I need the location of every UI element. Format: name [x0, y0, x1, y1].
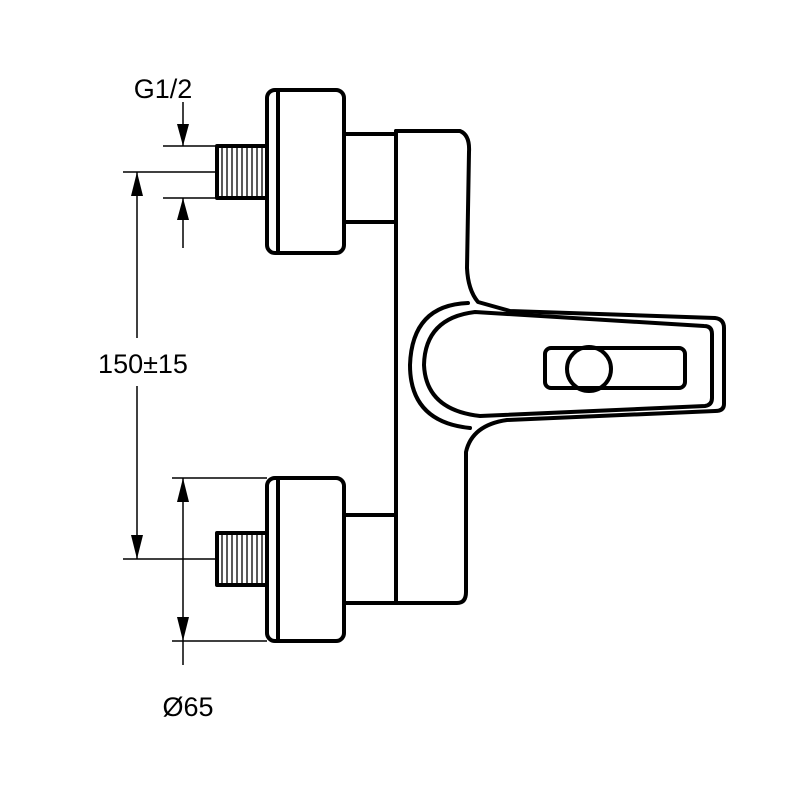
mixer-body	[394, 129, 726, 605]
center-arrow-up	[131, 172, 143, 196]
thread-size-label: G1/2	[134, 74, 193, 104]
diameter-arrow-down	[177, 617, 189, 641]
lower-eccentric-neck	[342, 513, 398, 605]
lower-thread-lines	[221, 535, 263, 583]
diameter-dimension: Ø65	[162, 477, 267, 722]
thread-dimension: G1/2	[134, 74, 217, 248]
lever-knob	[565, 345, 613, 393]
thread-arrow-down	[177, 124, 189, 146]
lever-base	[408, 301, 472, 430]
thread-arrow-up	[177, 198, 189, 220]
center-distance-label: 150±15	[98, 349, 188, 379]
lever-slot	[543, 346, 687, 390]
center-distance-dimension: 150±15	[98, 171, 217, 560]
body-outline	[394, 129, 726, 605]
upper-thread-lines	[221, 148, 263, 196]
diameter-arrow-up	[177, 478, 189, 502]
lever-inner-outline	[422, 310, 714, 418]
center-arrow-down	[131, 535, 143, 559]
diameter-label: Ø65	[162, 692, 213, 722]
lower-connection	[215, 476, 398, 643]
upper-connection	[215, 88, 398, 255]
upper-eccentric-neck	[342, 132, 398, 224]
